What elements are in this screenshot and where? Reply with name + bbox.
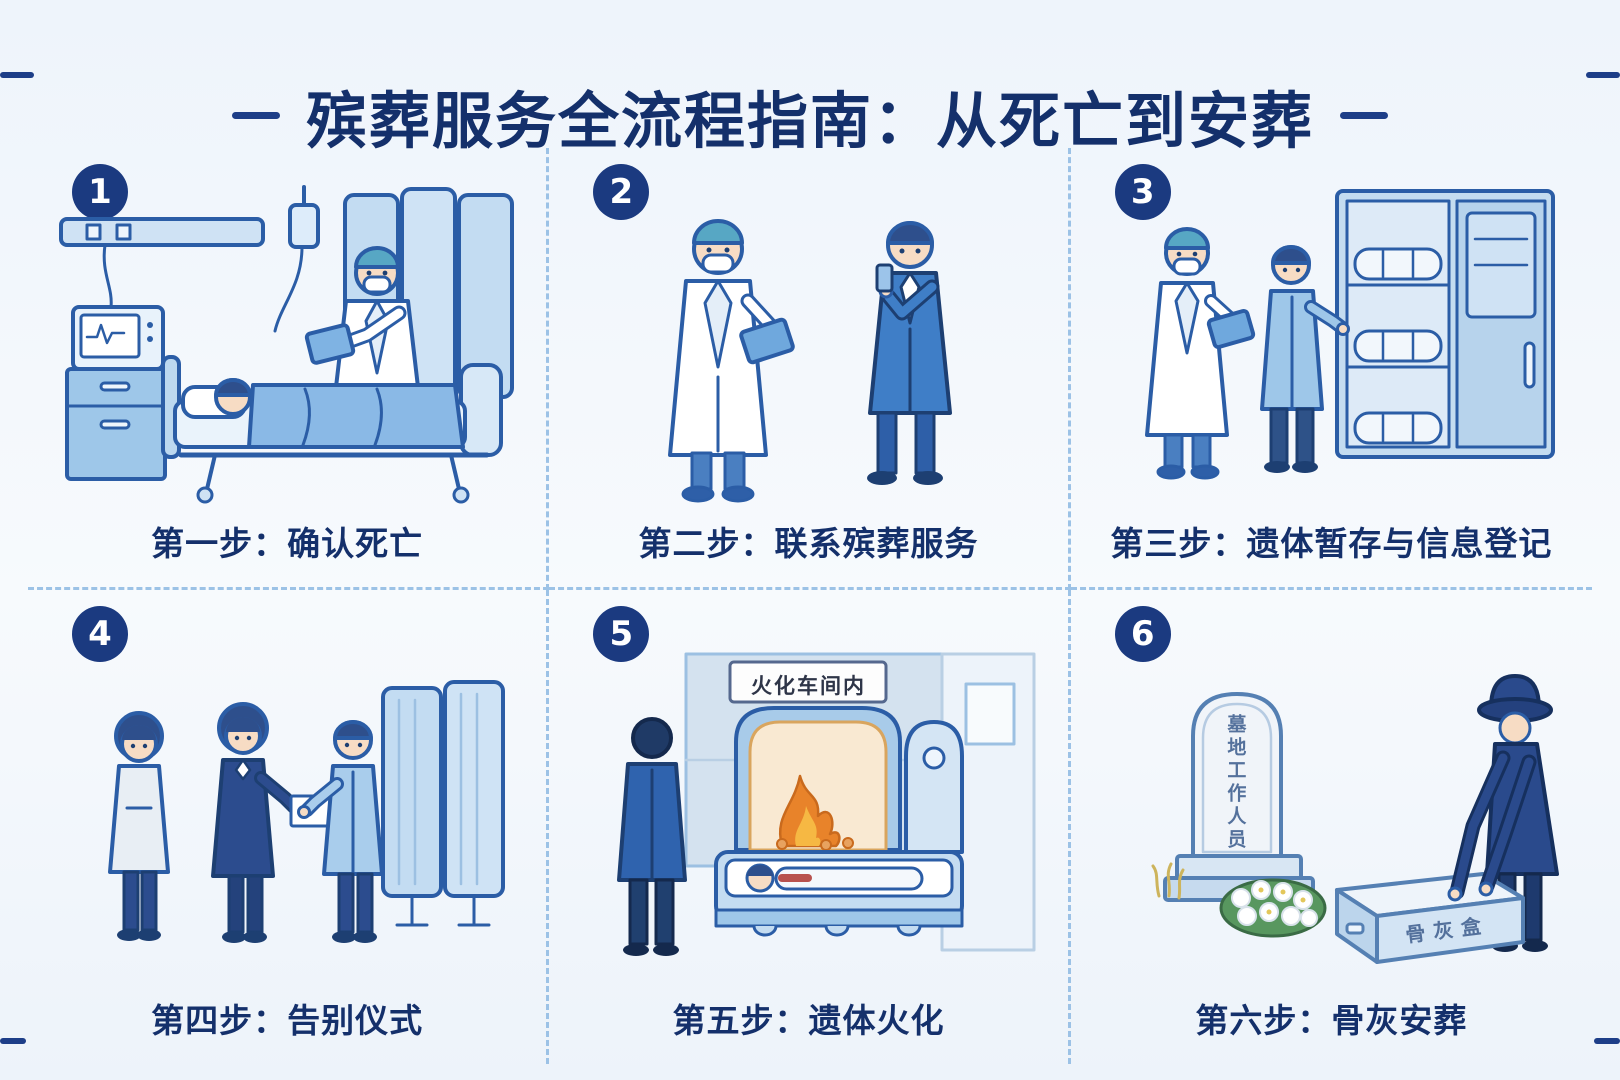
- coffin-with-body: [714, 850, 965, 937]
- ash-casket: [1335, 872, 1526, 964]
- step-6-caption: 第六步：骨灰安葬: [1195, 1001, 1468, 1040]
- decorative-edge-line: [1586, 72, 1620, 78]
- cremation-furnace: [734, 706, 965, 854]
- decorative-edge-line: [0, 72, 34, 78]
- header: 殡葬服务全流程指南：从死亡到安葬: [0, 30, 1620, 201]
- cremation-illustration: 火化车间内: [568, 640, 1048, 990]
- storage-cabinet-scene-icon: [1145, 189, 1556, 480]
- privacy-screen: [381, 680, 506, 927]
- page-title: 殡葬服务全流程指南：从死亡到安葬: [305, 85, 1314, 157]
- contact-funeral-service-illustration: [568, 163, 1048, 513]
- step-2-caption: 第二步：联系殡葬服务: [638, 524, 979, 563]
- mortuary-storage-illustration: [1091, 163, 1571, 513]
- step-1-number-badge: 1: [72, 164, 128, 220]
- wall-rail: [59, 217, 266, 309]
- cremation-scene-icon: [617, 652, 1036, 956]
- tombstone-inscription-label: 墓地工作人员: [1224, 714, 1247, 852]
- phone-contact-scene-icon: [668, 219, 953, 503]
- step-3-number-badge: 3: [1114, 164, 1171, 220]
- hospital-scene-icon: [59, 185, 515, 504]
- vital-monitor: [65, 305, 168, 481]
- step-2-number-badge: 2: [593, 164, 650, 220]
- iv-drip: [273, 185, 321, 333]
- step-4-number-badge: 4: [72, 606, 128, 662]
- grass-tufts: [1151, 862, 1185, 900]
- hospital-death-confirmation-illustration: [47, 163, 527, 513]
- cremation-room-sign-label: 火化车间内: [750, 674, 866, 698]
- recipient-figure: [297, 720, 385, 943]
- title-left-dash: [231, 111, 280, 119]
- doctor-figure: [668, 219, 796, 503]
- step-5-number-badge: 5: [593, 606, 650, 662]
- step-5-caption: 第五步：遗体火化: [672, 1001, 945, 1040]
- storage-cabinet: [1335, 189, 1556, 459]
- ash-burial-illustration: 墓地工作人员 骨灰盒: [1091, 640, 1571, 990]
- staff-figure-handing-paper: [211, 702, 337, 943]
- flower-wreath: [1219, 878, 1327, 938]
- title-right-dash: [1340, 111, 1388, 119]
- worker-arms: [1447, 750, 1537, 902]
- doctor-figure: [1145, 227, 1256, 480]
- panel-step-1: 1: [28, 148, 550, 590]
- attendant-figure: [1260, 245, 1351, 473]
- burial-scene-icon: [1151, 674, 1560, 964]
- chamber-sign: [728, 660, 888, 704]
- panel-step-2: 2: [549, 148, 1071, 590]
- step-3-caption: 第三步：遗体暂存与信息登记: [1110, 524, 1553, 563]
- farewell-scene-icon: [108, 680, 506, 943]
- attendant-figure: [617, 717, 688, 956]
- panel-step-6: 6: [1071, 590, 1592, 1064]
- step-4-caption: 第四步：告别仪式: [151, 1001, 424, 1040]
- decorative-edge-line: [1594, 1038, 1620, 1044]
- step-1-caption: 第一步：确认死亡: [151, 524, 424, 563]
- step-6-number-badge: 6: [1114, 606, 1171, 662]
- panel-step-5: 5: [549, 590, 1071, 1064]
- farewell-ceremony-illustration: [47, 640, 527, 990]
- steps-grid: 1: [28, 148, 1592, 1064]
- family-member-figure: [867, 221, 953, 485]
- panel-step-4: 4: [28, 590, 550, 1064]
- hospital-bed-with-patient: [161, 355, 504, 504]
- mourner-figure: [108, 711, 171, 941]
- decorative-edge-line: [0, 1038, 26, 1044]
- panel-step-3: 3: [1070, 148, 1592, 590]
